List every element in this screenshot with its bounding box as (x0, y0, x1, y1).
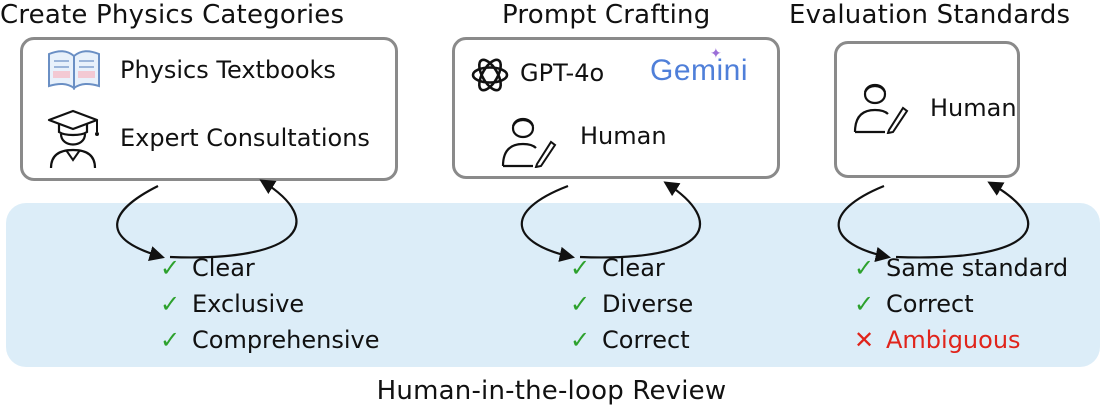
criterion-text: Same standard (886, 254, 1069, 282)
source-label: Human (580, 122, 667, 150)
criterion-clear: ✓ Clear (570, 250, 693, 286)
criterion-text: Clear (192, 254, 255, 282)
human-writing-icon (501, 117, 557, 168)
loop-arrow-right (837, 184, 892, 263)
criterion-text: Clear (602, 254, 665, 282)
check-icon: ✓ (570, 290, 591, 318)
source-label: GPT-4o (520, 59, 605, 87)
check-icon: ✓ (570, 326, 591, 354)
check-icon: ✓ (854, 254, 875, 282)
criterion-clear: ✓ Clear (160, 250, 380, 286)
criterion-text: Ambiguous (886, 326, 1021, 354)
review-band (6, 203, 1100, 367)
criteria-list-categories: ✓ Clear ✓ Exclusive ✓ Comprehensive (160, 250, 380, 358)
criterion-text: Exclusive (192, 290, 305, 318)
loop-arrow-right-return (895, 181, 1030, 259)
check-icon: ✓ (854, 290, 875, 318)
source-human: Human (930, 94, 1017, 122)
check-icon: ✓ (160, 254, 181, 282)
criterion-text: Correct (602, 326, 690, 354)
criterion-comprehensive: ✓ Comprehensive (160, 322, 380, 358)
criterion-text: Comprehensive (192, 326, 380, 354)
gemini-logo: Gemini (650, 54, 749, 87)
criterion-correct: ✓ Correct (854, 286, 1068, 322)
criteria-list-evaluation: ✓ Same standard ✓ Correct ✕ Ambiguous (854, 250, 1068, 358)
source-expert-consultations: Expert Consultations (120, 124, 370, 152)
categories-card: Physics Textbooks Expert Consultations (20, 37, 398, 181)
evaluation-card: Human (834, 41, 1020, 178)
gemini-sparkle-icon: ✦ (710, 46, 722, 62)
loop-arrow-middle-return (579, 181, 702, 259)
check-icon: ✓ (160, 326, 181, 354)
cross-icon: ✕ (854, 326, 875, 354)
criterion-text: Correct (886, 290, 974, 318)
loop-arrow-left (116, 185, 165, 261)
source-label: Physics Textbooks (120, 56, 336, 84)
loop-arrow-middle (520, 184, 576, 262)
check-icon: ✓ (160, 290, 181, 318)
openai-logo-icon (471, 58, 509, 92)
loop-arrow-left-return (169, 179, 298, 259)
source-gpt4o: GPT-4o (520, 59, 604, 87)
prompt-card: GPT-4o Gemini ✦ Human (452, 37, 780, 179)
graduate-icon (47, 109, 99, 169)
source-label: Expert Consultations (120, 124, 370, 152)
stage-heading-categories: Create Physics Categories (0, 0, 345, 30)
criterion-same-standard: ✓ Same standard (854, 250, 1068, 286)
check-icon: ✓ (570, 254, 591, 282)
review-title: Human-in-the-loop Review (376, 376, 727, 406)
textbook-icon (48, 50, 100, 90)
criterion-ambiguous: ✕ Ambiguous (854, 322, 1068, 358)
source-physics-textbooks: Physics Textbooks (120, 56, 336, 84)
source-label: Human (930, 94, 1017, 122)
stage-heading-prompt: Prompt Crafting (502, 0, 711, 30)
criterion-exclusive: ✓ Exclusive (160, 286, 380, 322)
stage-heading-evaluation: Evaluation Standards (789, 0, 1071, 30)
criterion-diverse: ✓ Diverse (570, 286, 693, 322)
human-writing-icon (853, 83, 909, 134)
criterion-correct: ✓ Correct (570, 322, 693, 358)
source-human: Human (580, 122, 667, 150)
criterion-text: Diverse (602, 290, 694, 318)
criteria-list-prompt: ✓ Clear ✓ Diverse ✓ Correct (570, 250, 693, 358)
